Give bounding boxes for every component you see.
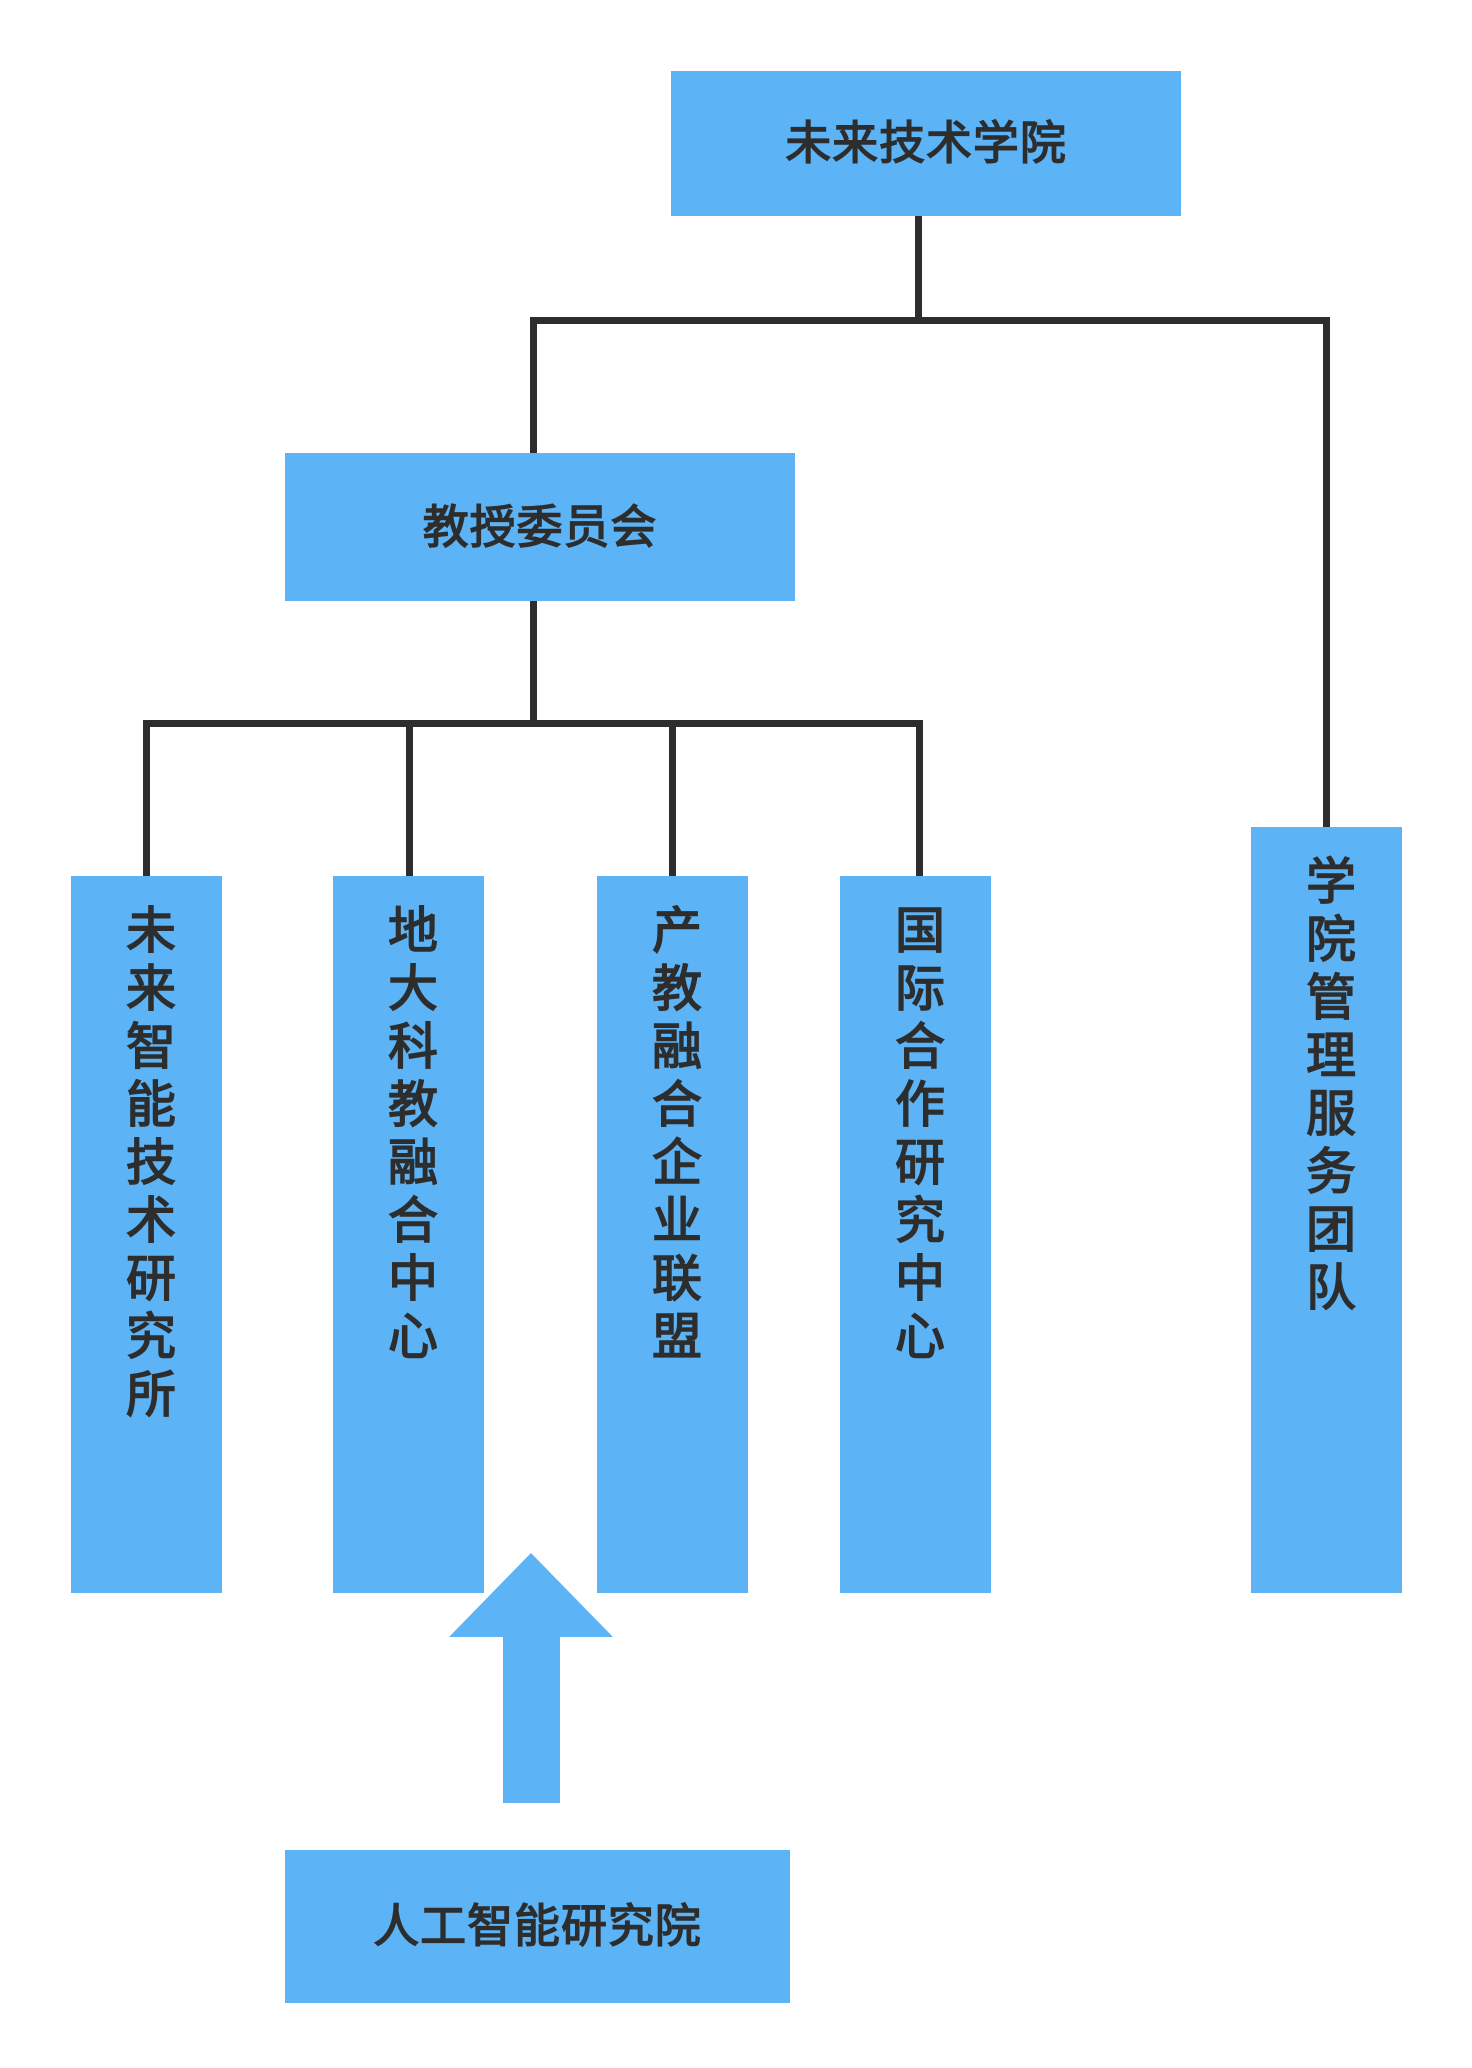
node-leaf-cug-education-integration-center[interactable]: 地大科教融合中心 (333, 876, 484, 1593)
node-leaf-future-intelligent-tech-institute[interactable]: 未来智能技术研究所 (71, 876, 222, 1593)
connector-root-stem (915, 172, 922, 322)
node-leaf5-label: 学院管理服务团队 (1299, 855, 1355, 1319)
connector-root-to-management (1323, 317, 1330, 829)
node-leaf-college-management-service-team[interactable]: 学院管理服务团队 (1251, 827, 1402, 1593)
node-external-ai-institute[interactable]: 人工智能研究院 (285, 1850, 790, 2003)
node-external-label: 人工智能研究院 (373, 1900, 702, 1953)
connector-committee-bus-right (669, 720, 923, 727)
node-committee-label: 教授委员会 (422, 500, 658, 553)
node-leaf-industry-education-enterprise-alliance[interactable]: 产教融合企业联盟 (597, 876, 748, 1593)
node-committee[interactable]: 教授委员会 (285, 453, 795, 601)
connector-committee-to-leaf3 (669, 720, 676, 878)
node-leaf3-label: 产教融合企业联盟 (645, 904, 701, 1368)
connector-committee-to-leaf1 (143, 720, 150, 878)
connector-committee-to-leaf2 (406, 720, 413, 878)
node-leaf1-label: 未来智能技术研究所 (119, 904, 175, 1426)
connector-root-to-committee (530, 317, 537, 457)
connector-committee-stem (530, 601, 537, 725)
connector-committee-to-leaf4 (916, 720, 923, 878)
node-leaf2-label: 地大科教融合中心 (381, 904, 437, 1368)
node-root-label: 未来技术学院 (785, 117, 1067, 170)
block-arrow-shaft (503, 1635, 560, 1803)
node-leaf-international-cooperation-research-center[interactable]: 国际合作研究中心 (840, 876, 991, 1593)
connector-root-bus (530, 317, 1330, 324)
node-root[interactable]: 未来技术学院 (671, 71, 1181, 216)
block-arrow-head-icon (449, 1553, 613, 1637)
node-leaf4-label: 国际合作研究中心 (888, 904, 944, 1368)
